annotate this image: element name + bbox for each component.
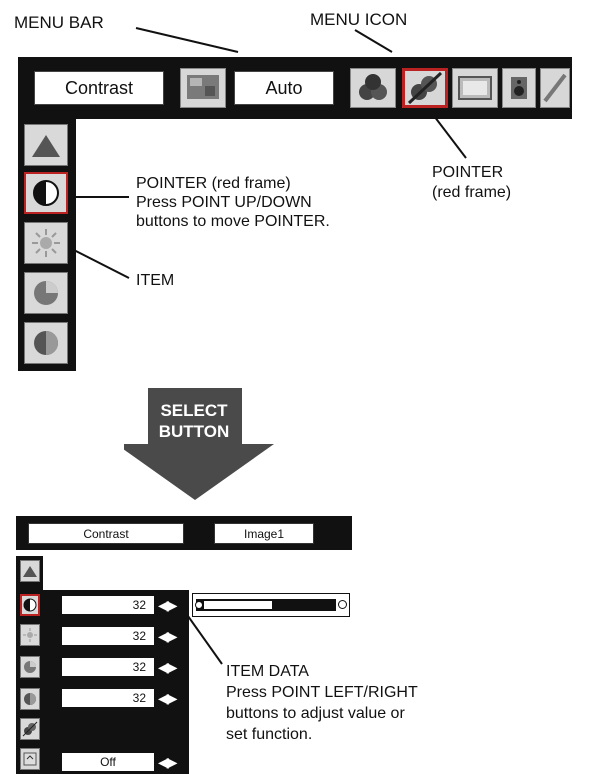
tool-icon[interactable] [540,68,570,108]
off-value[interactable]: Off [62,753,154,771]
image-select-icon[interactable] [402,68,448,108]
item-data-line2: Press POINT LEFT/RIGHT [226,684,418,701]
bottom-mode-label-box: Image1 [214,523,314,544]
sun-icon[interactable] [24,222,68,264]
screen-icon[interactable] [452,68,498,108]
adjust-arrows-4[interactable]: ◀▶ [158,690,177,706]
slider-frame [192,593,350,617]
slider-min-dot [195,601,203,609]
bottom-sun-icon[interactable] [20,624,40,646]
pointer-item-line1: POINTER (red frame) [136,175,291,192]
value-row-1[interactable]: 32 [62,596,154,614]
value-row-4[interactable]: 32 [62,689,154,707]
item-label: ITEM [136,272,175,289]
arrow-line2: BUTTON [158,422,230,441]
slider-max-dot [338,600,347,609]
bottom-item-label-box: Contrast [28,523,184,544]
pointer-item-line3: buttons to move POINTER. [136,213,330,230]
pointer-menu-line1: POINTER [432,164,504,181]
adjust-arrows-3[interactable]: ◀▶ [158,659,177,675]
item-data-line1: ITEM DATA [226,663,309,680]
adjust-arrows-2[interactable]: ◀▶ [158,628,177,644]
tint-icon[interactable] [24,322,68,364]
bottom-tint-icon[interactable] [20,688,40,710]
slider-fill [204,601,272,609]
mode-label-box: Auto [234,71,334,105]
bottom-color-icon[interactable] [20,656,40,678]
item-label-box: Contrast [34,71,164,105]
slider-track[interactable] [195,599,336,611]
item-data-line4: set function. [226,726,313,743]
value-row-3[interactable]: 32 [62,658,154,676]
brightness-icon[interactable] [24,172,68,214]
adjust-arrows-off[interactable]: ◀▶ [158,754,177,770]
menu-icon-label: MENU ICON [310,10,408,29]
pointer-menu-line2: (red frame) [432,184,512,201]
arrow-line1: SELECT [160,401,228,420]
speaker-icon[interactable] [502,68,536,108]
item-data-line3: buttons to adjust value or [226,705,405,722]
color-adjust-icon[interactable] [180,68,226,108]
pointer-item-line2: Press POINT UP/DOWN [136,194,312,211]
value-row-2[interactable]: 32 [62,627,154,645]
bottom-brightness-icon[interactable] [20,594,40,616]
adjust-arrows-1[interactable]: ◀▶ [158,597,177,613]
color-icon[interactable] [24,272,68,314]
balls-icon[interactable] [350,68,396,108]
bottom-reset-icon[interactable] [20,748,40,770]
bottom-contrast-icon[interactable] [20,560,40,582]
select-arrow [124,388,274,500]
bottom-data-panel [43,590,189,774]
bottom-image-select-icon[interactable] [20,718,40,740]
menu-bar-label: MENU BAR [14,13,104,32]
contrast-icon[interactable] [24,124,68,166]
